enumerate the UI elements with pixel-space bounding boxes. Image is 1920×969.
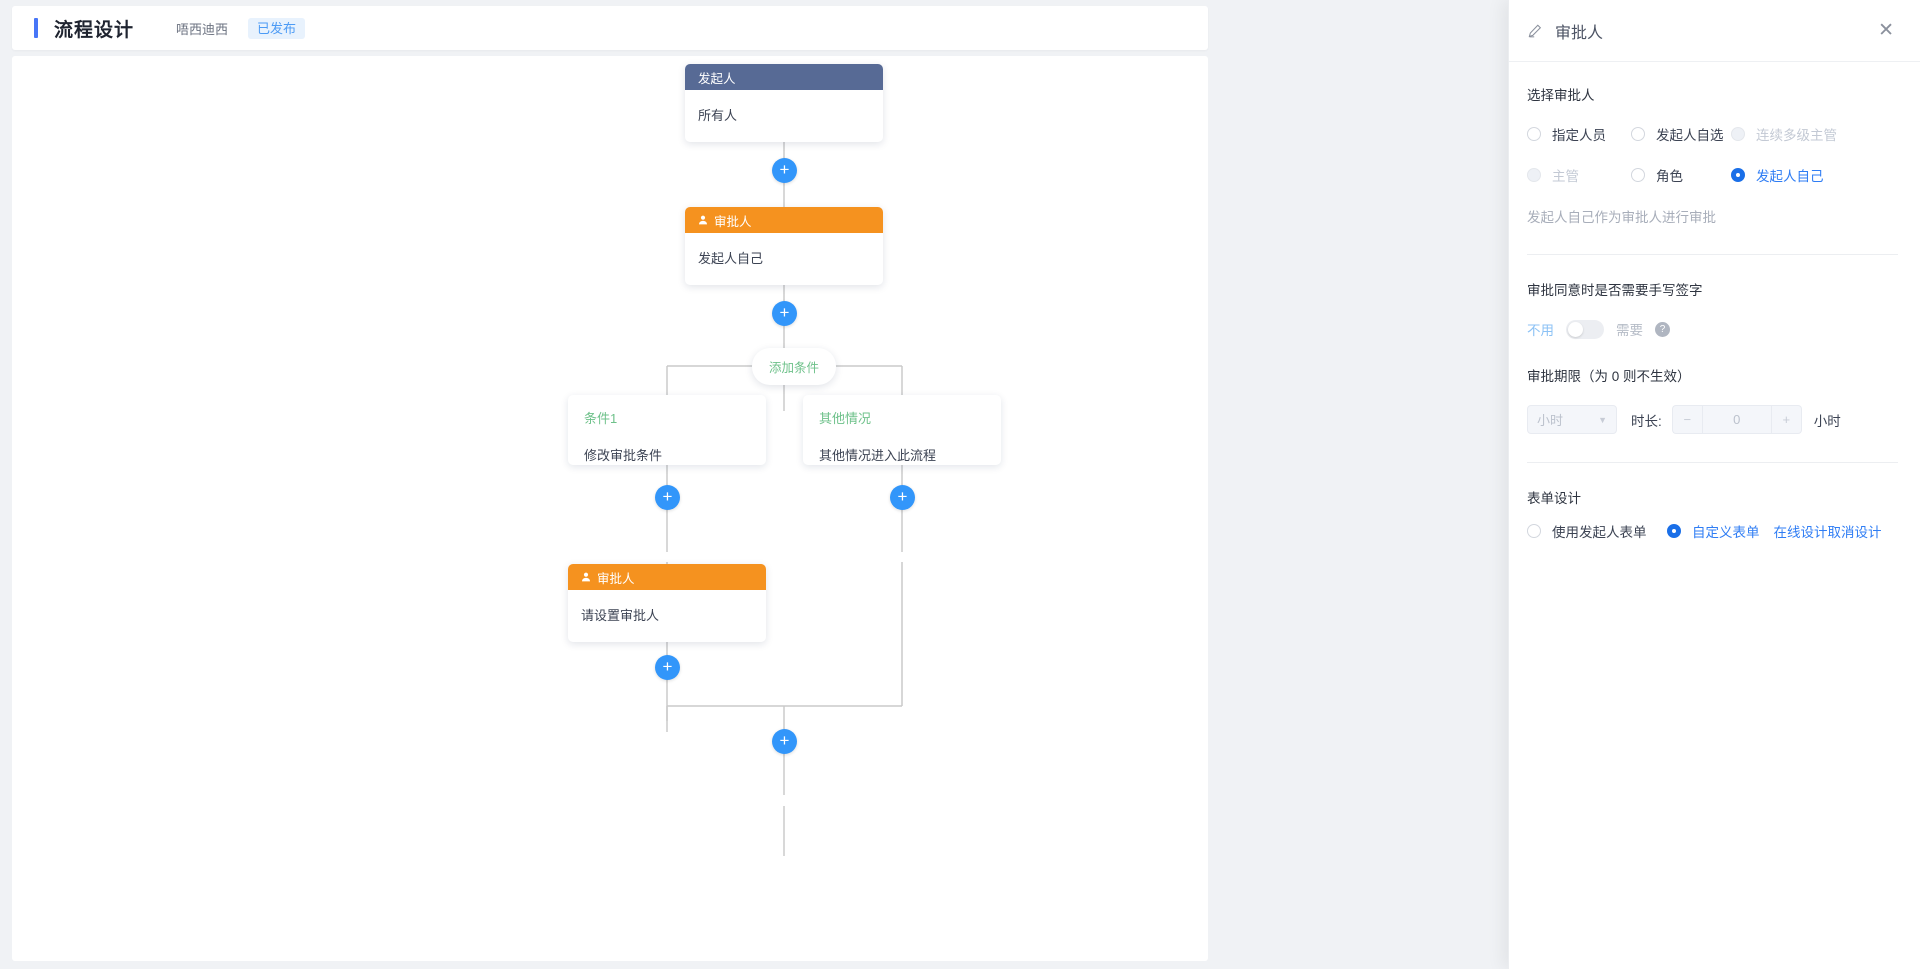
panel-body: 选择审批人 指定人员 发起人自选 连续多级主管 主管 — [1509, 62, 1920, 541]
node-header-starter: 发起人 — [685, 64, 883, 90]
pencil-icon[interactable] — [1527, 23, 1543, 39]
plus-icon: + — [662, 657, 673, 676]
flow-node-starter[interactable]: 发起人 所有人 — [685, 64, 883, 142]
flow-node-approver-2[interactable]: 审批人 请设置审批人 — [568, 564, 766, 642]
radio-manager[interactable]: 主管 — [1527, 165, 1631, 185]
radio-label: 使用发起人表单 — [1552, 525, 1647, 540]
flow-connectors — [666, 139, 903, 856]
node-body-approver-2: 请设置审批人 — [581, 608, 660, 623]
plus-icon: + — [662, 487, 673, 506]
radio-custom-form[interactable]: 自定义表单 — [1667, 521, 1760, 541]
plus-icon: + — [779, 303, 790, 322]
approver-options-row-2: 主管 角色 发起人自己 — [1527, 165, 1898, 185]
node-body-starter: 所有人 — [698, 108, 738, 123]
panel-header: 审批人 ✕ — [1509, 0, 1920, 62]
page-title: 流程设计 — [54, 19, 135, 41]
add-node-button-5[interactable]: + — [655, 655, 680, 680]
radio-label: 发起人自选 — [1656, 128, 1724, 143]
status-badge: 已发布 — [248, 17, 306, 39]
radio-dot-icon — [1527, 524, 1541, 538]
radio-dot-icon — [1527, 127, 1541, 141]
signature-off-label: 不用 — [1527, 323, 1554, 338]
radio-dot-icon — [1631, 127, 1645, 141]
condition-title: 条件1 — [584, 411, 618, 426]
close-icon[interactable]: ✕ — [1878, 20, 1894, 41]
radio-dot-icon — [1527, 168, 1541, 182]
form-section-label: 表单设计 — [1527, 491, 1581, 506]
plus-icon: + — [779, 731, 790, 750]
signature-section-label: 审批同意时是否需要手写签字 — [1527, 283, 1703, 298]
condition-title: 其他情况 — [819, 411, 872, 426]
deadline-unit-value: 小时 — [1537, 413, 1564, 428]
approver-settings-panel: 审批人 ✕ 选择审批人 指定人员 发起人自选 连续多级主管 — [1508, 0, 1920, 969]
duration-unit-suffix: 小时 — [1813, 413, 1841, 429]
condition-card-2[interactable]: 其他情况 其他情况进入此流程 — [803, 395, 1001, 465]
node-title-label: 审批人 — [714, 214, 752, 229]
node-body-approver-1: 发起人自己 — [698, 251, 764, 266]
add-node-button-3[interactable]: + — [655, 485, 680, 510]
radio-dot-icon — [1731, 127, 1745, 141]
approver-options-row-1: 指定人员 发起人自选 连续多级主管 — [1527, 124, 1898, 144]
radio-label: 主管 — [1552, 169, 1579, 184]
header-subtitle: 唔西迪西 — [176, 21, 229, 37]
radio-label: 发起人自己 — [1756, 169, 1824, 184]
deadline-row: 小时 ▼ 时长: − 0 + 小时 — [1527, 405, 1898, 434]
radio-dot-icon — [1731, 168, 1745, 182]
stepper-increment-button[interactable]: + — [1771, 405, 1802, 434]
add-condition-button[interactable]: 添加条件 — [752, 348, 837, 385]
add-node-button-2[interactable]: + — [772, 301, 797, 326]
condition-card-1[interactable]: 条件1 修改审批条件 — [568, 395, 766, 465]
radio-specified-person[interactable]: 指定人员 — [1527, 124, 1631, 144]
chevron-down-icon: ▼ — [1598, 414, 1607, 425]
person-icon — [581, 572, 591, 582]
toggle-knob — [1568, 321, 1583, 337]
radio-dot-icon — [1631, 168, 1645, 182]
add-node-button-6[interactable]: + — [772, 729, 797, 754]
add-node-button-1[interactable]: + — [772, 158, 797, 183]
radio-initiator-self[interactable]: 发起人自己 — [1731, 165, 1824, 185]
divider-1 — [1527, 254, 1898, 255]
plus-icon: + — [779, 160, 790, 179]
duration-label: 时长: — [1631, 413, 1662, 429]
add-node-button-4[interactable]: + — [890, 485, 915, 510]
radio-initiator-choose[interactable]: 发起人自选 — [1631, 124, 1731, 144]
node-header-approver-2: 审批人 — [568, 564, 766, 590]
node-title-label: 发起人 — [698, 71, 736, 86]
plus-icon: + — [897, 487, 908, 506]
person-icon — [698, 215, 708, 225]
radio-label: 指定人员 — [1552, 128, 1606, 143]
stepper-value[interactable]: 0 — [1701, 405, 1772, 434]
flow-canvas[interactable]: 发起人 所有人 + 审批人 发起人自己 + 添加条件 条件1 修改审批条件 — [12, 56, 1208, 961]
duration-stepper[interactable]: − 0 + — [1671, 405, 1802, 434]
help-icon[interactable]: ? — [1655, 321, 1670, 337]
radio-label: 角色 — [1656, 169, 1683, 184]
stepper-decrement-button[interactable]: − — [1671, 405, 1702, 434]
deadline-unit-select[interactable]: 小时 ▼ — [1527, 405, 1617, 434]
condition-body: 其他情况进入此流程 — [819, 448, 937, 463]
radio-label: 连续多级主管 — [1756, 128, 1837, 143]
condition-body: 修改审批条件 — [584, 448, 663, 463]
radio-multi-level-manager[interactable]: 连续多级主管 — [1731, 124, 1837, 144]
header-accent-bar — [34, 18, 38, 38]
node-header-approver-1: 审批人 — [685, 207, 883, 233]
signature-toggle[interactable] — [1566, 319, 1604, 339]
form-options-row: 使用发起人表单 自定义表单 在线设计 取消设计 — [1527, 521, 1898, 541]
node-title-label: 审批人 — [597, 571, 635, 586]
radio-dot-icon — [1667, 524, 1681, 538]
page-header: 流程设计 唔西迪西 已发布 — [12, 6, 1208, 50]
panel-title: 审批人 — [1555, 24, 1604, 42]
approver-section-label: 选择审批人 — [1527, 88, 1595, 103]
signature-toggle-row: 不用 需要 ? — [1527, 319, 1898, 339]
radio-use-initiator-form[interactable]: 使用发起人表单 — [1527, 521, 1667, 541]
divider-2 — [1527, 462, 1898, 463]
online-design-link[interactable]: 在线设计 — [1773, 525, 1828, 540]
signature-on-label: 需要 — [1616, 323, 1643, 338]
radio-role[interactable]: 角色 — [1631, 165, 1731, 185]
approver-hint-text: 发起人自己作为审批人进行审批 — [1527, 210, 1716, 225]
radio-label: 自定义表单 — [1692, 525, 1760, 540]
deadline-section-label: 审批期限（为 0 则不生效） — [1527, 369, 1691, 384]
flow-node-approver-1[interactable]: 审批人 发起人自己 — [685, 207, 883, 285]
cancel-design-link[interactable]: 取消设计 — [1827, 525, 1882, 540]
